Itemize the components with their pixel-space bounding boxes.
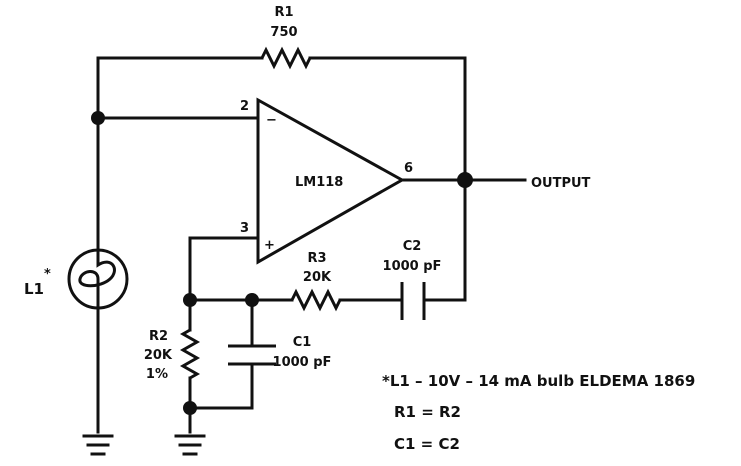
note-c1-c2: C1 = C2 bbox=[394, 435, 460, 453]
c2-name: C2 bbox=[403, 239, 422, 254]
r3-resistor bbox=[290, 288, 402, 312]
r3-name: R3 bbox=[307, 251, 326, 266]
plus-sign: + bbox=[264, 238, 275, 253]
r1-value: 750 bbox=[270, 25, 297, 40]
pin-6-label: 6 bbox=[404, 161, 413, 176]
note-r1-r2: R1 = R2 bbox=[394, 403, 461, 421]
note-l1-spec: *L1 – 10V – 14 mA bulb ELDEMA 1869 bbox=[382, 372, 695, 390]
l1-bulb bbox=[67, 248, 129, 310]
r2-value: 20K bbox=[144, 348, 173, 363]
c1-capacitor bbox=[188, 298, 276, 410]
pin-3-label: 3 bbox=[240, 221, 249, 236]
noninverting-input-wire bbox=[188, 236, 260, 302]
r2-name: R2 bbox=[149, 329, 168, 344]
r2-tolerance: 1% bbox=[146, 367, 168, 382]
minus-sign: − bbox=[266, 113, 277, 128]
opamp-name: LM118 bbox=[295, 175, 343, 190]
output-label: OUTPUT bbox=[531, 176, 591, 191]
r3-value: 20K bbox=[303, 270, 332, 285]
c2-value: 1000 pF bbox=[383, 259, 442, 274]
r2-resistor bbox=[179, 298, 201, 410]
c1-value: 1000 pF bbox=[273, 355, 332, 370]
c1-name: C1 bbox=[293, 335, 312, 350]
l1-asterisk: * bbox=[44, 267, 51, 282]
l1-name: L1 bbox=[24, 280, 44, 298]
ground-symbol-middle bbox=[174, 434, 206, 456]
lm118-opamp bbox=[256, 97, 406, 265]
pin-2-label: 2 bbox=[240, 99, 249, 114]
ground-symbol-left bbox=[82, 434, 114, 456]
c2-capacitor bbox=[400, 178, 467, 320]
r1-name: R1 bbox=[274, 5, 293, 20]
junction-dot bbox=[91, 111, 105, 125]
r1-resistor bbox=[96, 46, 467, 182]
